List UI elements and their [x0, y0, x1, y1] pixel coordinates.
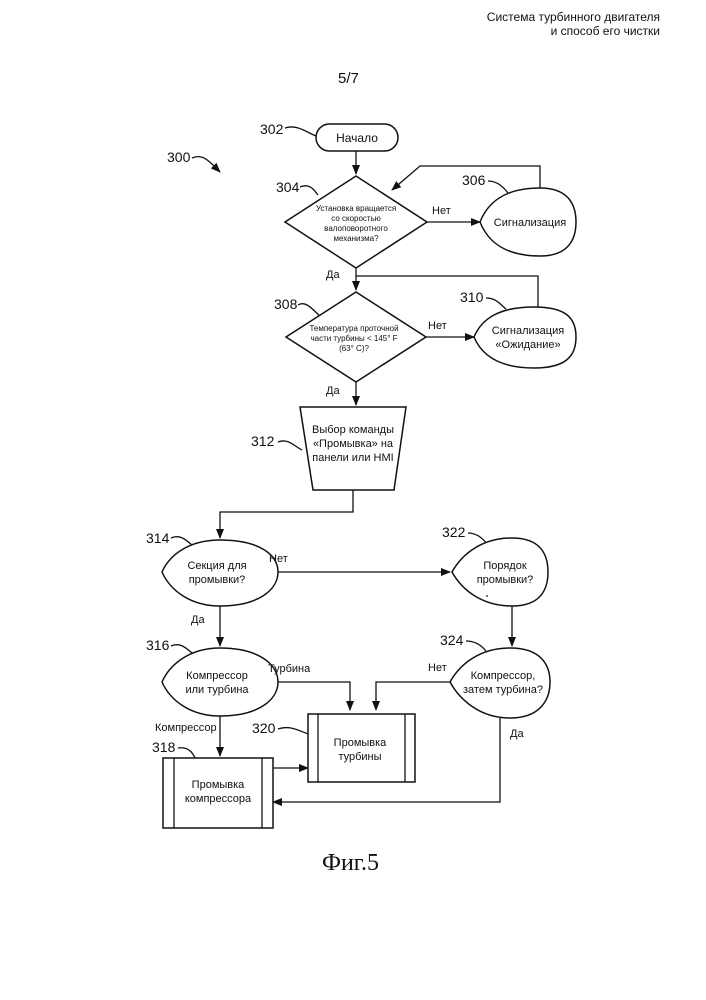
edge-label-324-no: Нет [428, 662, 447, 674]
edge-label-304-yes: Да [326, 269, 340, 281]
decision-304-line2: со скоростью [331, 214, 381, 223]
edge-label-324-yes: Да [510, 728, 524, 740]
alarm-306-label: Сигнализация [494, 217, 566, 229]
ref-314-leader [171, 537, 192, 545]
decision-314-line1: Секция для [187, 560, 246, 572]
ref-316-leader [171, 645, 192, 653]
decision-308-line2: части турбины < 145° F [310, 334, 397, 343]
ref-322: 322 [442, 524, 466, 540]
ref-302-leader [285, 127, 316, 136]
ref-318: 318 [152, 739, 176, 755]
process-320-line1: Промывка [334, 737, 388, 749]
ref-312: 312 [251, 433, 275, 449]
edge-label-316-compressor: Компрессор [155, 722, 217, 734]
decision-314 [162, 540, 278, 606]
decision-322 [452, 538, 548, 606]
decision-314-line2: промывки? [189, 574, 246, 586]
decision-316-line2: или турбина [185, 684, 249, 696]
alarm-310-line1: Сигнализация [492, 325, 564, 337]
decision-316 [162, 648, 278, 716]
alarm-310 [474, 307, 576, 368]
ref-302: 302 [260, 121, 284, 137]
edge-label-308-yes: Да [326, 385, 340, 397]
edge-label-314-yes: Да [191, 614, 205, 626]
stray-dot [486, 595, 488, 597]
ref-314: 314 [146, 530, 170, 546]
process-318-line2: компрессора [185, 793, 252, 805]
ref-310-leader [486, 298, 506, 309]
edge-324-no [376, 682, 450, 710]
edge-310-loop [356, 276, 538, 307]
ref-304-leader [300, 186, 318, 195]
manual-input-312-line3: панели или HMI [312, 452, 393, 464]
edge-label-314-no: Нет [269, 553, 288, 565]
manual-input-312-line1: Выбор команды [312, 424, 394, 436]
ref-316: 316 [146, 637, 170, 653]
ref-306-leader [488, 181, 508, 193]
ref-312-leader [278, 441, 302, 450]
decision-304-line3: валоповоротного [324, 224, 388, 233]
decision-322-line2: промывки? [477, 574, 534, 586]
ref-324-leader [466, 641, 486, 651]
decision-324 [450, 648, 550, 718]
decision-324-line1: Компрессор, [471, 670, 536, 682]
edge-label-308-no: Нет [428, 320, 447, 332]
ref-300-arrow [192, 157, 220, 172]
ref-304: 304 [276, 179, 300, 195]
edge-312-to-314 [220, 490, 353, 538]
decision-308-line3: (63° C)? [339, 344, 369, 353]
start-label: Начало [336, 131, 378, 145]
alarm-310-line2: «Ожидание» [495, 339, 560, 351]
ref-310: 310 [460, 289, 484, 305]
edge-label-316-turbine: Турбина [268, 663, 311, 675]
decision-322-line1: Порядок [483, 560, 527, 572]
decision-304-line4: механизма? [333, 234, 379, 243]
decision-308-line1: Температура проточной [309, 324, 398, 333]
decision-316-line1: Компрессор [186, 670, 248, 682]
manual-input-312-text: Выбор команды «Промывка» на панели или H… [312, 424, 394, 464]
decision-304-line1: Установка вращается [316, 204, 396, 213]
manual-input-312-line2: «Промывка» на [313, 438, 394, 450]
ref-308: 308 [274, 296, 298, 312]
ref-320: 320 [252, 720, 276, 736]
decision-324-line2: затем турбина? [463, 684, 543, 696]
ref-300: 300 [167, 149, 191, 165]
edge-label-304-no: Нет [432, 205, 451, 217]
ref-320-leader [278, 728, 308, 734]
ref-324: 324 [440, 632, 464, 648]
figure-caption: Фиг.5 [322, 850, 379, 877]
process-320-line2: турбины [338, 751, 381, 763]
process-318-line1: Промывка [192, 779, 246, 791]
ref-306: 306 [462, 172, 486, 188]
edge-316-turbine [278, 682, 350, 710]
